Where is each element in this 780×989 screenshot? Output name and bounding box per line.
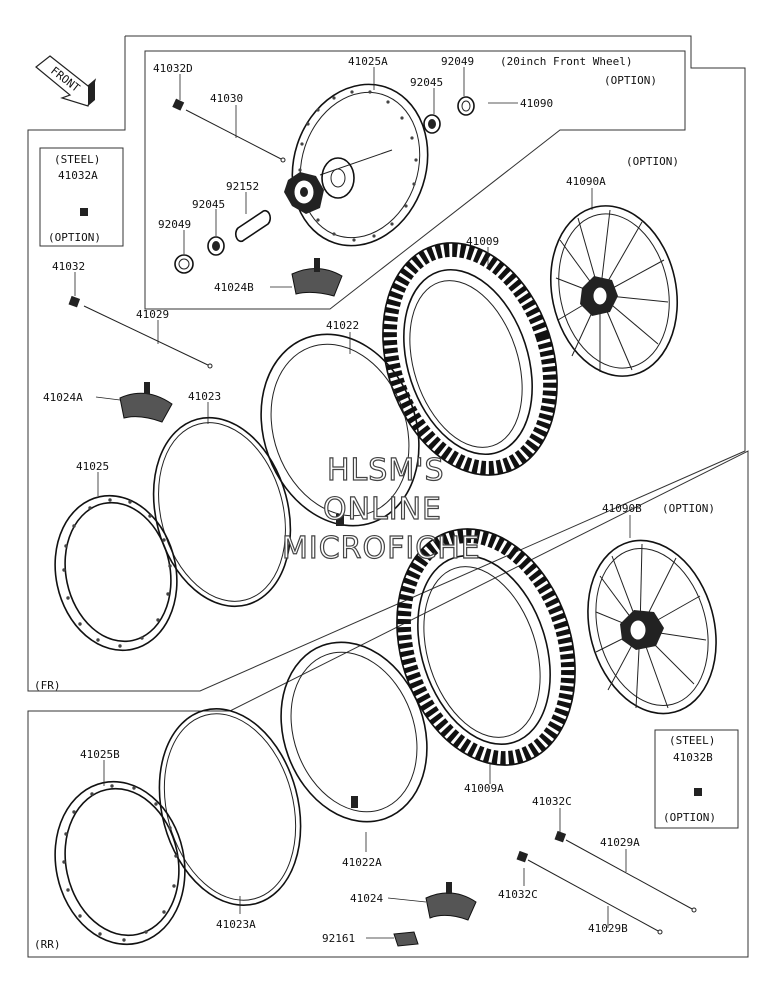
steel-box-b [654, 729, 739, 829]
option-box-title: (20inch Front Wheel) [500, 55, 632, 68]
bolt-41032D [172, 98, 185, 111]
axle-41029B [527, 859, 663, 935]
label-41022: 41022 [326, 319, 359, 332]
steel-box-a-option: (OPTION) [48, 231, 101, 244]
label-41025A: 41025A [348, 55, 388, 68]
rim-band-41023 [152, 416, 292, 608]
bolt-41032C-b [516, 850, 529, 863]
wheel-41090B [587, 539, 717, 715]
label-92161: 92161 [322, 932, 355, 945]
wheel-41090A [549, 205, 679, 377]
rim-41025B [54, 780, 186, 946]
tire-41009A [396, 528, 576, 766]
label-41030: 41030 [210, 92, 243, 105]
axle-41029A [565, 839, 697, 913]
tube-41022A [280, 641, 428, 823]
label-41090B: 41090B [602, 502, 642, 515]
label-41029A: 41029A [600, 836, 640, 849]
label-92049-low: 92049 [158, 218, 191, 231]
steel-box-b-steel: (STEEL) [669, 734, 715, 747]
label-41024B: 41024B [214, 281, 254, 294]
steel-box-a [39, 147, 124, 247]
label-41025: 41025 [76, 460, 109, 473]
label-41025B: 41025B [80, 748, 120, 761]
label-41032C-b: 41032C [498, 888, 538, 901]
front-section-tag: (FR) [34, 679, 61, 692]
rear-section-tag: (RR) [34, 938, 61, 951]
option-box-option: (OPTION) [604, 74, 657, 87]
rim-band-41024A [119, 382, 173, 423]
bolt-41032 [68, 295, 81, 308]
label-41032D: 41032D [153, 62, 193, 75]
label-92152: 92152 [226, 180, 259, 193]
steel-box-a-part: 41032A [58, 169, 98, 182]
watermark-line3: MICROFICHE [282, 531, 481, 566]
spacer-92152 [234, 209, 272, 243]
leader-lines [74, 67, 631, 939]
label-41032: 41032 [52, 260, 85, 273]
steel-box-b-part: 41032B [673, 751, 713, 764]
label-41009A: 41009A [464, 782, 504, 795]
label-41022A: 41022A [342, 856, 382, 869]
wheel-41090 [291, 83, 429, 247]
label-41029B: 41029B [588, 922, 628, 935]
label-41090A-option: (OPTION) [626, 155, 679, 168]
bolt-41032C-a [554, 830, 567, 843]
label-41024: 41024 [350, 892, 383, 905]
front-section-frame [27, 35, 746, 692]
steel-box-b-option: (OPTION) [663, 811, 716, 824]
front-arrow-icon: FRONT [35, 55, 97, 107]
seal-92049-top [457, 96, 475, 116]
watermark-line1: HLSM'S [327, 453, 445, 488]
label-41090B-option: (OPTION) [662, 502, 715, 515]
seal-92049-low [174, 254, 194, 274]
rim-band-41023A [158, 708, 302, 906]
label-41090: 41090 [520, 97, 553, 110]
label-92045-top: 92045 [410, 76, 443, 89]
label-41090A: 41090A [566, 175, 606, 188]
label-41023: 41023 [188, 390, 221, 403]
bolt-41032A [80, 208, 88, 216]
rear-section-frame [27, 450, 749, 958]
option-wheel-box [144, 50, 686, 310]
label-41024A: 41024A [43, 391, 83, 404]
steel-box-a-steel: (STEEL) [54, 153, 100, 166]
label-92045-low: 92045 [192, 198, 225, 211]
label-41032C-a: 41032C [532, 795, 572, 808]
label-41023A: 41023A [216, 918, 256, 931]
label-92049-top: 92049 [441, 55, 474, 68]
bolt-41032B [694, 788, 702, 796]
rim-41025 [54, 494, 178, 652]
spacer-92161 [393, 931, 419, 947]
rim-band-41024 [425, 882, 477, 921]
axle-41029 [83, 305, 213, 369]
bearing-92045-low [207, 236, 225, 256]
axle-41030 [185, 109, 286, 163]
brake-disc-hub [284, 172, 324, 214]
watermark-line2: ONLINE [323, 492, 442, 527]
label-41029: 41029 [136, 308, 169, 321]
label-41009: 41009 [466, 235, 499, 248]
bearing-92045-top [423, 114, 441, 134]
rim-band-41024B [291, 258, 343, 297]
